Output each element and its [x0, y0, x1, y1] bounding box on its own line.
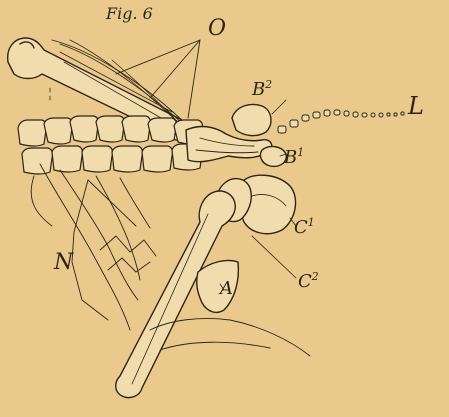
label-c1-letter: C [294, 217, 308, 238]
label-b2-sup: 2 [265, 78, 272, 91]
figure-title: Fig. 6 [106, 6, 153, 22]
label-b2: B2 [252, 80, 272, 99]
label-c2-letter: C [298, 271, 312, 292]
label-a: A [220, 280, 233, 298]
label-b1-sup: 1 [297, 146, 304, 159]
label-o: O [208, 18, 226, 40]
tail-segments [278, 110, 404, 133]
label-b2-letter: B [252, 79, 265, 100]
vertebrae-upper-row [18, 116, 203, 146]
label-c1-sup: 1 [308, 216, 315, 229]
label-c2-sup: 2 [312, 270, 319, 283]
vertebrae-lower-row [22, 144, 203, 174]
label-l: L [408, 94, 424, 118]
label-c1: C1 [294, 218, 315, 237]
label-c2: C2 [298, 272, 319, 291]
label-n: N [54, 252, 73, 274]
label-b1-letter: B [284, 147, 297, 168]
label-b1: B1 [284, 148, 304, 167]
b1-bone [260, 147, 286, 167]
b2-bone [232, 105, 271, 136]
